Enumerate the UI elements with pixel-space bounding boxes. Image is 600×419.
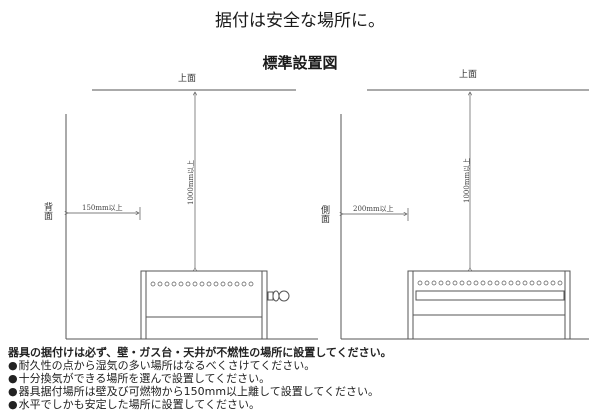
stove-side-view xyxy=(407,270,571,340)
page-title: 据付は安全な場所に。 xyxy=(215,11,385,31)
top-label-right: 上面 xyxy=(459,70,478,80)
installation-notes: 器具の据付けは必ず、壁・ガス台・天井が不燃性の場所に設置してください。 耐久性の… xyxy=(8,346,392,411)
stove-back-view xyxy=(140,270,268,340)
wall-label-side: 側面 xyxy=(319,205,329,223)
note-item: 十分換気ができる場所を選んで設置してください。 xyxy=(8,372,392,385)
top-label-left: 上面 xyxy=(178,74,197,84)
note-item: 水平でしかも安定した場所に設置してください。 xyxy=(8,398,392,411)
diagram-title: 標準設置図 xyxy=(262,54,338,72)
horizontal-clearance-left: 150mm以上 xyxy=(82,204,123,212)
notes-heading: 器具の据付けは必ず、壁・ガス台・天井が不燃性の場所に設置してください。 xyxy=(8,346,392,359)
wall-label-back: 背面 xyxy=(42,202,52,220)
horizontal-clearance-right: 200mm以上 xyxy=(353,205,394,213)
vertical-clearance-left: 1000mm以上 xyxy=(187,159,195,205)
note-item: 器具据付場所は壁及び可燃物から150mm以上離して設置してください。 xyxy=(8,385,392,398)
vertical-clearance-right: 1000mm以上 xyxy=(463,157,471,203)
note-item: 耐久性の点から湿気の多い場所はなるべくさけてください。 xyxy=(8,359,392,372)
